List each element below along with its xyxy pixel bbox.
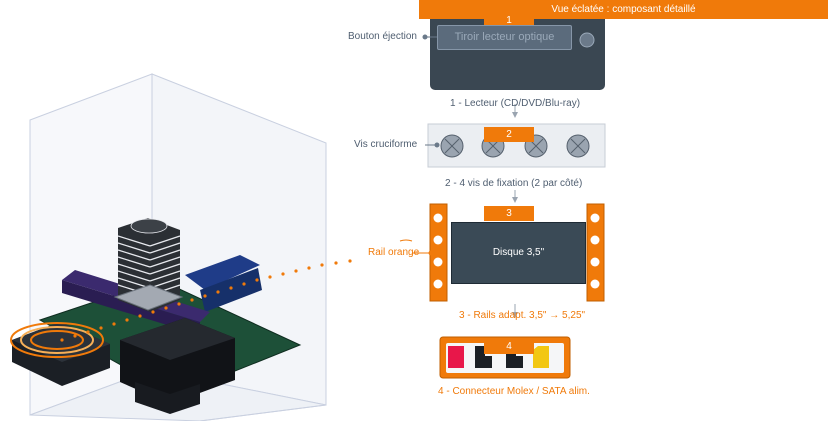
screw-callout-label: Vis cruciforme bbox=[354, 139, 418, 150]
connector-caption: 4 - Connecteur Molex / SATA alim. bbox=[438, 386, 590, 397]
rail-left bbox=[429, 203, 448, 302]
explode-leader-dots bbox=[60, 259, 352, 342]
step-badge-1: 1 bbox=[484, 13, 534, 28]
screws-caption: 2 - 4 vis de fixation (2 par côté) bbox=[445, 178, 583, 189]
pin-black-1 bbox=[475, 346, 492, 368]
cpu-chip bbox=[113, 284, 184, 311]
pin-yellow bbox=[533, 346, 549, 368]
exploded-drive-part bbox=[10, 322, 110, 386]
computer-case-illustration bbox=[10, 73, 352, 421]
view-title-bar: Vue éclatée : composant détaillé bbox=[419, 0, 828, 19]
hard-disk: Disque 3,5" bbox=[451, 222, 586, 284]
step-badge-2: 2 bbox=[484, 127, 534, 142]
cpu-cooler bbox=[117, 218, 181, 312]
eject-callout-label: Bouton éjection bbox=[348, 31, 417, 42]
rail-callout-label: Rail orange bbox=[368, 247, 420, 258]
drive-tray[interactable]: Tiroir lecteur optique bbox=[437, 25, 572, 50]
power-supply bbox=[120, 318, 235, 414]
rails-caption: 3 - Rails adapt. 3,5" → 5,25" bbox=[459, 310, 586, 321]
expansion-card-blue bbox=[185, 255, 260, 290]
eject-button[interactable] bbox=[579, 32, 595, 48]
step-badge-4: 4 bbox=[484, 339, 534, 354]
step-badge-3: 3 bbox=[484, 206, 534, 221]
rail-right bbox=[586, 203, 605, 302]
pin-red bbox=[448, 346, 464, 368]
drive-caption: 1 - Lecteur (CD/DVD/Blu-ray) bbox=[450, 98, 581, 109]
